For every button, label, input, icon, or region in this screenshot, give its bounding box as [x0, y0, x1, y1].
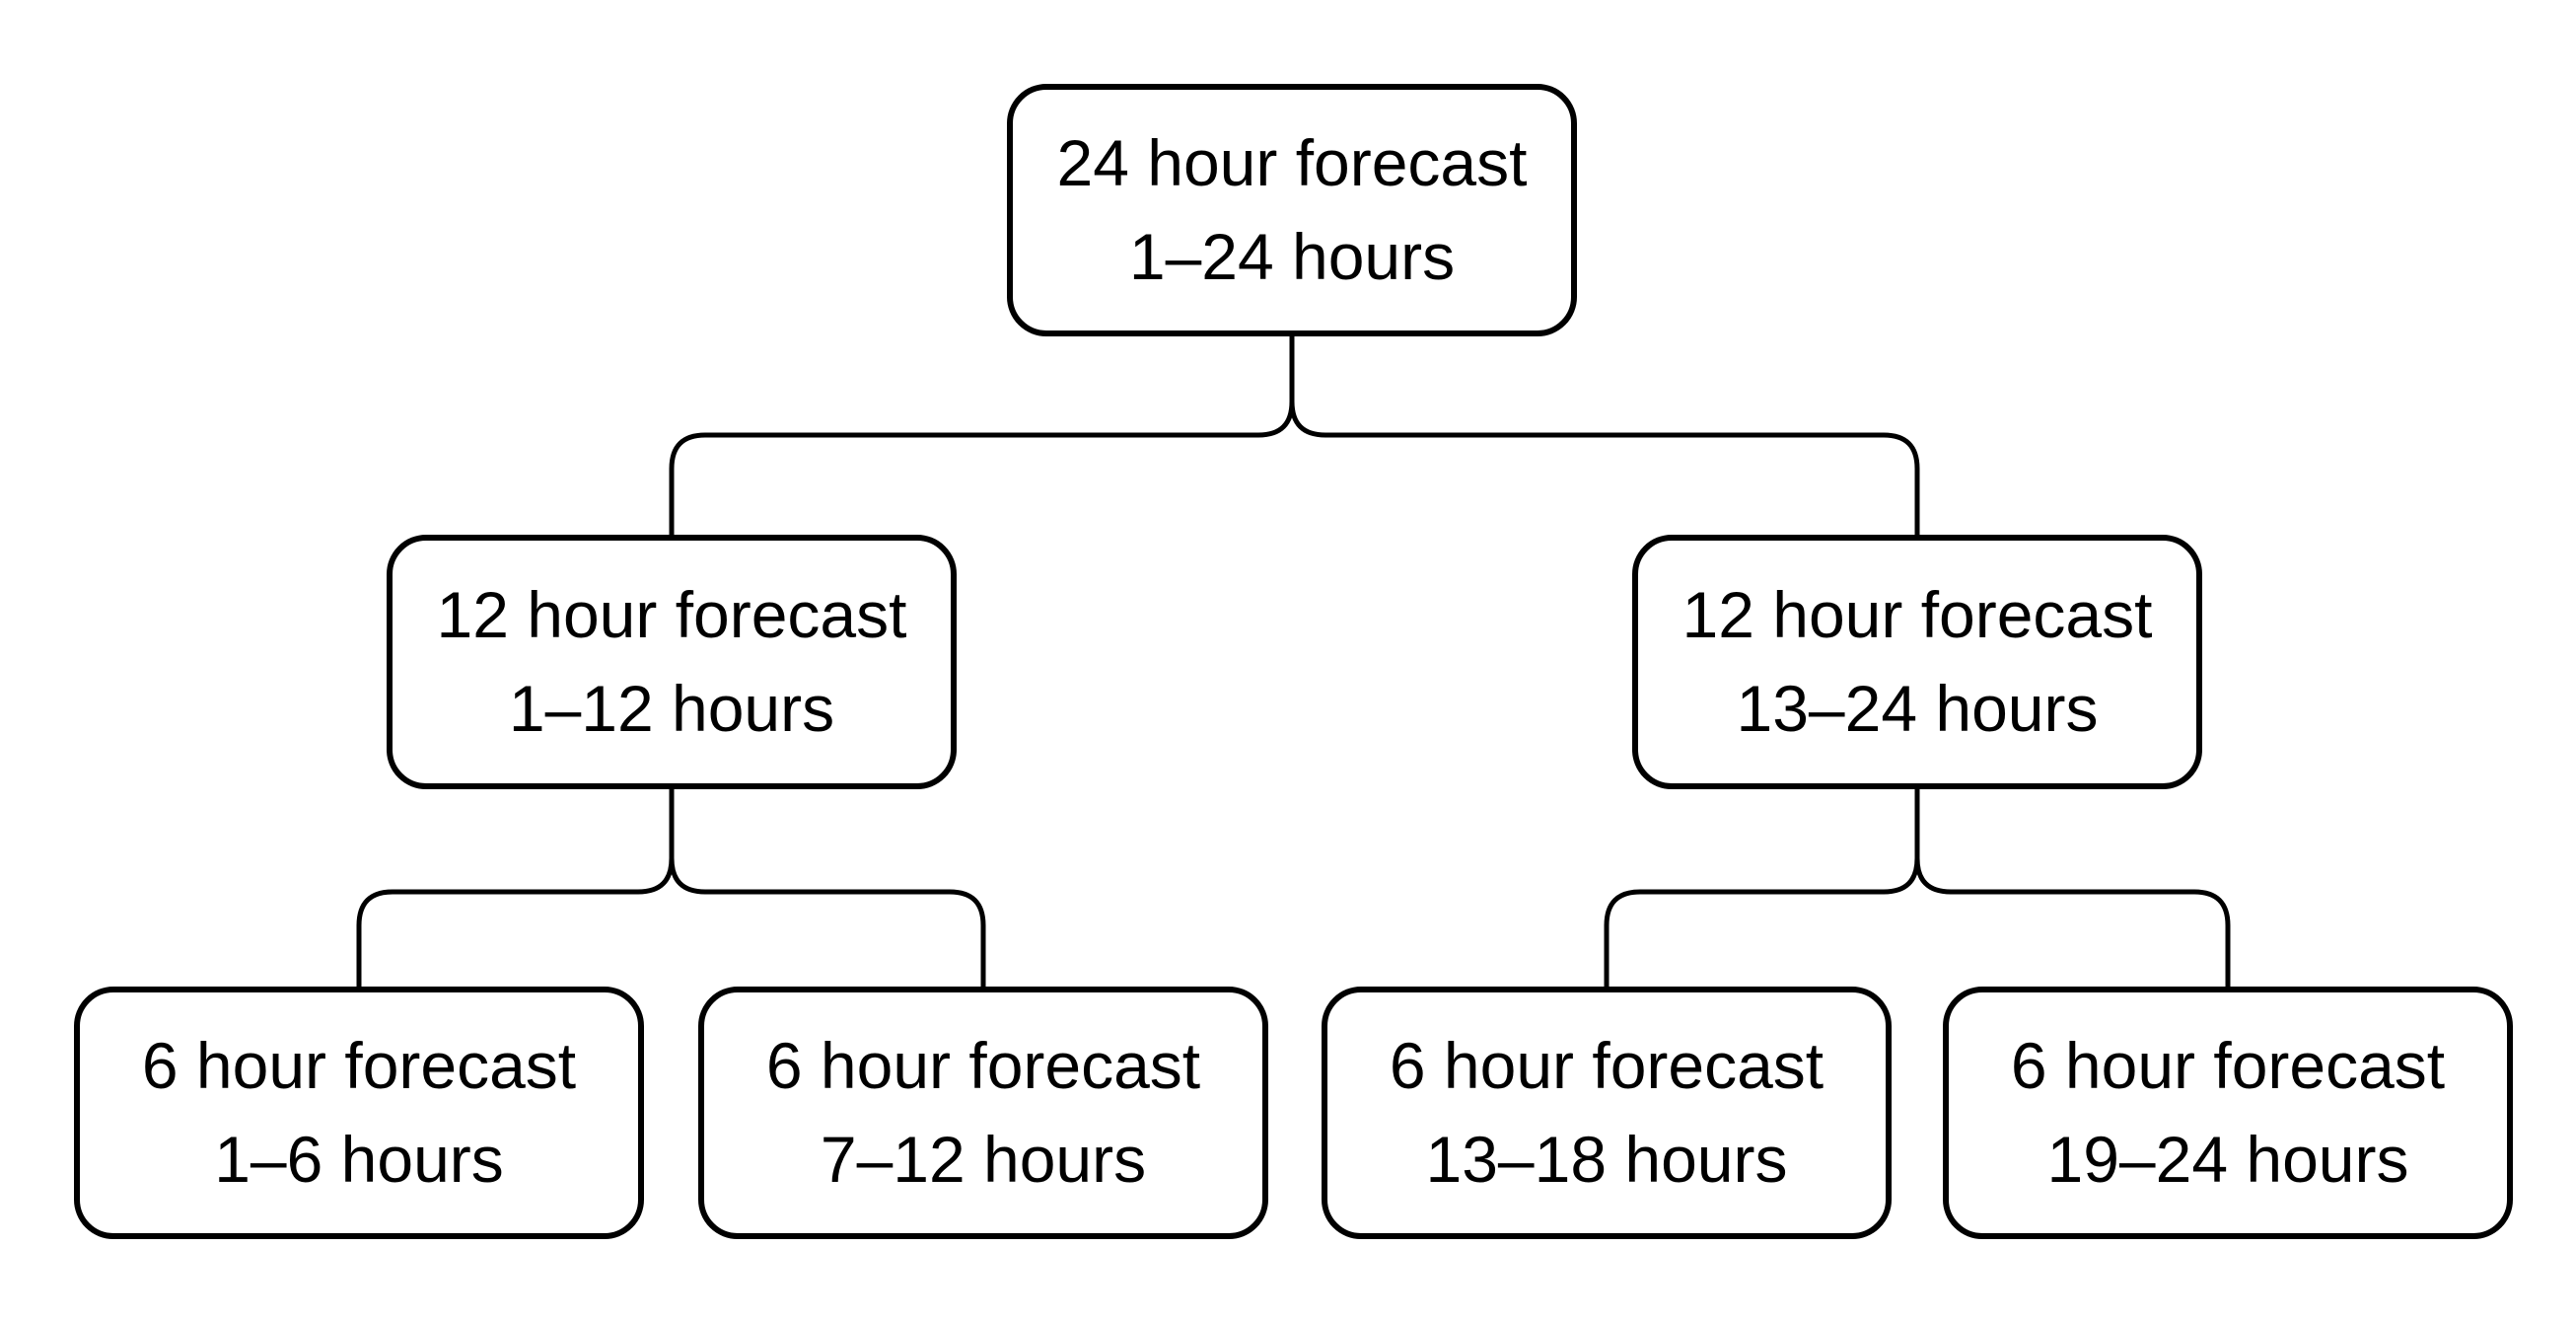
- node-hour-range: 7–12 hours: [820, 1123, 1147, 1196]
- node-hour-range: 1–24 hours: [1128, 220, 1456, 293]
- node-title: 12 hour forecast: [436, 577, 907, 651]
- node-12-hour-forecast-second: 12 hour forecast 13–24 hours: [1632, 535, 2202, 789]
- node-6-hour-forecast-second: 6 hour forecast 7–12 hours: [698, 987, 1268, 1239]
- node-title: 6 hour forecast: [1389, 1028, 1825, 1102]
- node-title: 6 hour forecast: [2010, 1028, 2446, 1102]
- node-hour-range: 13–18 hours: [1425, 1123, 1788, 1196]
- connector-12h-first-right-branch: [669, 857, 986, 990]
- node-6-hour-forecast-fourth: 6 hour forecast 19–24 hours: [1943, 987, 2513, 1239]
- node-hour-range: 1–6 hours: [214, 1123, 504, 1196]
- node-24-hour-forecast: 24 hour forecast 1–24 hours: [1007, 84, 1577, 336]
- connector-root-right-branch: [1289, 401, 1920, 538]
- node-hour-range: 19–24 hours: [2046, 1123, 2409, 1196]
- node-hour-range: 1–12 hours: [508, 672, 835, 745]
- connector-root-left-branch: [669, 401, 1295, 538]
- connector-12h-second-right-branch: [1914, 857, 2231, 990]
- node-title: 24 hour forecast: [1056, 125, 1528, 199]
- node-title: 6 hour forecast: [765, 1028, 1201, 1102]
- node-title: 6 hour forecast: [141, 1028, 577, 1102]
- node-12-hour-forecast-first: 12 hour forecast 1–12 hours: [387, 535, 957, 789]
- connector-12h-second-left-branch: [1604, 857, 1920, 990]
- node-6-hour-forecast-first: 6 hour forecast 1–6 hours: [74, 987, 644, 1239]
- node-hour-range: 13–24 hours: [1736, 672, 2099, 745]
- node-6-hour-forecast-third: 6 hour forecast 13–18 hours: [1322, 987, 1892, 1239]
- node-title: 12 hour forecast: [1682, 577, 2153, 651]
- connector-12h-first-left-branch: [356, 857, 675, 990]
